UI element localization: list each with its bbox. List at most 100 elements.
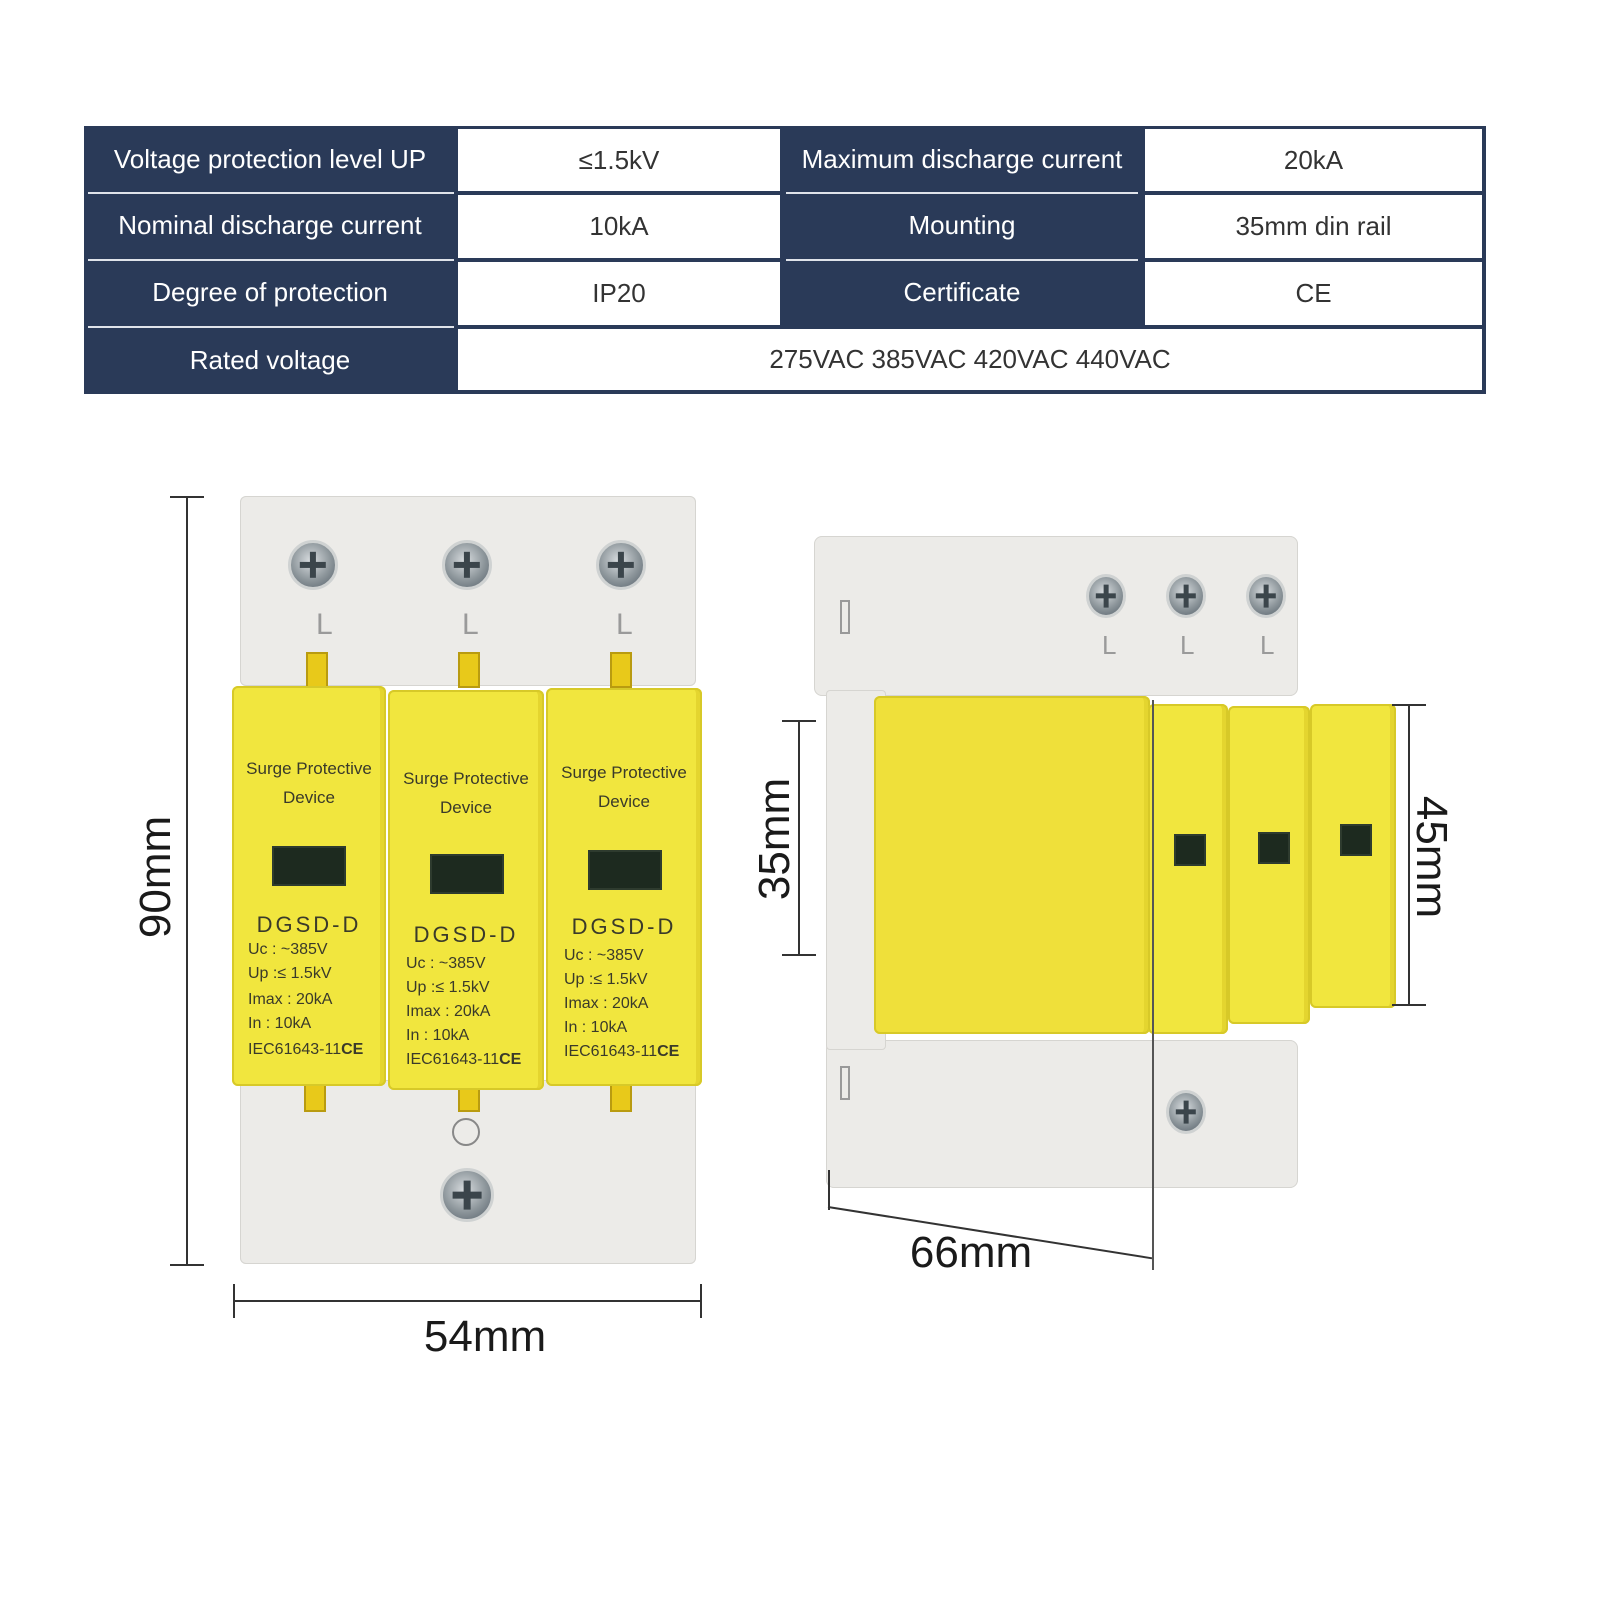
surge-module: Surge Protective Device DGSD-D Uc : ~385… xyxy=(232,686,386,1086)
module-spec-uc: Uc : ~385V xyxy=(564,947,644,964)
height-dimension-line xyxy=(186,496,188,1266)
side-surge-module xyxy=(1228,706,1310,1024)
surge-module: Surge Protective Device DGSD-D Uc : ~385… xyxy=(388,690,544,1090)
status-window xyxy=(588,850,662,890)
value-mounting: 35mm din rail xyxy=(1145,195,1482,258)
module-dimension-tick-top xyxy=(1392,704,1426,706)
module-tab xyxy=(458,652,480,688)
module-spec-in: In : 10kA xyxy=(406,1027,470,1044)
module-subtitle: Device xyxy=(440,798,492,817)
module-spec-up: Up :≤ 1.5kV xyxy=(406,979,490,996)
label-degree-protection: Degree of protection xyxy=(152,277,388,307)
module-standard: IEC61643-11CE xyxy=(564,1040,694,1063)
side-module-face xyxy=(874,696,1150,1034)
ground-terminal-screw xyxy=(440,1168,494,1222)
module-tab xyxy=(306,652,328,688)
ground-icon xyxy=(452,1118,480,1146)
row-divider xyxy=(786,259,1138,261)
module-spec-imax: Imax : 20kA xyxy=(406,1003,491,1020)
side-terminal-screw xyxy=(1166,574,1206,618)
value-degree-protection: IP20 xyxy=(458,262,780,325)
module-standard: IEC61643-11CE xyxy=(406,1048,536,1071)
label-mounting: Mounting xyxy=(908,210,1016,240)
module-spec-imax: Imax : 20kA xyxy=(564,995,649,1012)
status-window xyxy=(430,854,504,894)
side-terminal-screw xyxy=(1086,574,1126,618)
width-dimension-tick-left xyxy=(233,1284,235,1318)
side-housing-bottom xyxy=(826,1040,1298,1188)
module-dimension-line xyxy=(1408,704,1410,1006)
depth-dimension-tick-right xyxy=(1152,700,1154,1270)
side-housing-top xyxy=(814,536,1298,696)
rail-dimension-tick-top xyxy=(782,720,816,722)
ce-mark: CE xyxy=(657,1043,680,1060)
side-surge-module xyxy=(1310,704,1396,1008)
status-window xyxy=(272,846,346,886)
module-model: DGSD-D xyxy=(413,922,519,947)
value-certificate: CE xyxy=(1145,262,1482,325)
terminal-label: L xyxy=(462,608,479,641)
side-terminal-screw xyxy=(1246,574,1286,618)
ce-mark: CE xyxy=(499,1051,522,1068)
label-rated-voltage: Rated voltage xyxy=(189,344,351,375)
rail-dimension-label: 35mm xyxy=(750,777,799,901)
row-divider xyxy=(88,259,454,261)
label-voltage-protection: Voltage protection level UP xyxy=(113,143,427,174)
module-spec-up: Up :≤ 1.5kV xyxy=(564,971,648,988)
module-subtitle: Device xyxy=(598,792,650,811)
height-dimension-tick-bottom xyxy=(170,1264,204,1266)
standard-text: IEC61643-11 xyxy=(248,1041,342,1058)
module-spec-uc: Uc : ~385V xyxy=(248,941,328,958)
module-spec-uc: Uc : ~385V xyxy=(406,955,486,972)
module-model: DGSD-D xyxy=(256,912,362,937)
terminal-label: L xyxy=(316,608,333,641)
module-subtitle: Device xyxy=(283,788,335,807)
surge-module: Surge Protective Device DGSD-D Uc : ~385… xyxy=(546,688,702,1086)
height-dimension-label: 90mm xyxy=(131,815,180,939)
module-spec-in: In : 10kA xyxy=(564,1019,628,1036)
terminal-screw xyxy=(288,540,338,590)
module-title: Surge Protective xyxy=(246,759,372,778)
value-rated-voltage: 275VAC 385VAC 420VAC 440VAC xyxy=(458,329,1482,390)
status-window xyxy=(1174,834,1206,866)
ce-mark: CE xyxy=(341,1041,364,1058)
side-terminal-label: L xyxy=(1180,630,1195,660)
width-dimension-line xyxy=(234,1300,702,1302)
module-dimension-tick-bottom xyxy=(1392,1004,1426,1006)
row-divider xyxy=(786,192,1138,194)
side-terminal-label: L xyxy=(1260,630,1275,660)
side-surge-module xyxy=(1148,704,1228,1034)
rail-dimension-tick-bottom xyxy=(782,954,816,956)
depth-dimension-label: 66mm xyxy=(909,1228,1033,1277)
label-certificate: Certificate xyxy=(903,277,1021,307)
module-standard: IEC61643-11CE xyxy=(248,1038,378,1061)
module-spec-in: In : 10kA xyxy=(248,1015,312,1032)
module-spec-imax: Imax : 20kA xyxy=(248,991,333,1008)
module-title: Surge Protective xyxy=(561,763,687,782)
label-nominal-discharge: Nominal discharge current xyxy=(118,210,422,240)
module-spec-up: Up :≤ 1.5kV xyxy=(248,965,332,982)
side-terminal-label: L xyxy=(1102,630,1117,660)
value-max-discharge: 20kA xyxy=(1145,129,1482,191)
row-divider xyxy=(88,326,454,328)
module-tab xyxy=(610,1084,632,1112)
spec-table: Voltage protection level UP ≤1.5kV Maxim… xyxy=(84,126,1486,394)
standard-text: IEC61643-11 xyxy=(564,1043,658,1060)
rail-dimension-line xyxy=(798,720,800,956)
module-dimension-label: 45mm xyxy=(1407,795,1456,919)
width-dimension-tick-right xyxy=(700,1284,702,1318)
status-window xyxy=(1258,832,1290,864)
side-slot xyxy=(840,1066,850,1100)
label-max-discharge: Maximum discharge current xyxy=(801,143,1123,174)
value-nominal-discharge: 10kA xyxy=(458,195,780,258)
module-tab xyxy=(304,1084,326,1112)
value-voltage-protection: ≤1.5kV xyxy=(458,129,780,191)
module-model: DGSD-D xyxy=(571,914,677,939)
status-window xyxy=(1340,824,1372,856)
side-slot xyxy=(840,600,850,634)
side-ground-screw xyxy=(1166,1090,1206,1134)
module-tab xyxy=(610,652,632,688)
module-title: Surge Protective xyxy=(403,769,529,788)
depth-dimension-tick-left xyxy=(828,1170,830,1210)
width-dimension-label: 54mm xyxy=(423,1312,547,1361)
